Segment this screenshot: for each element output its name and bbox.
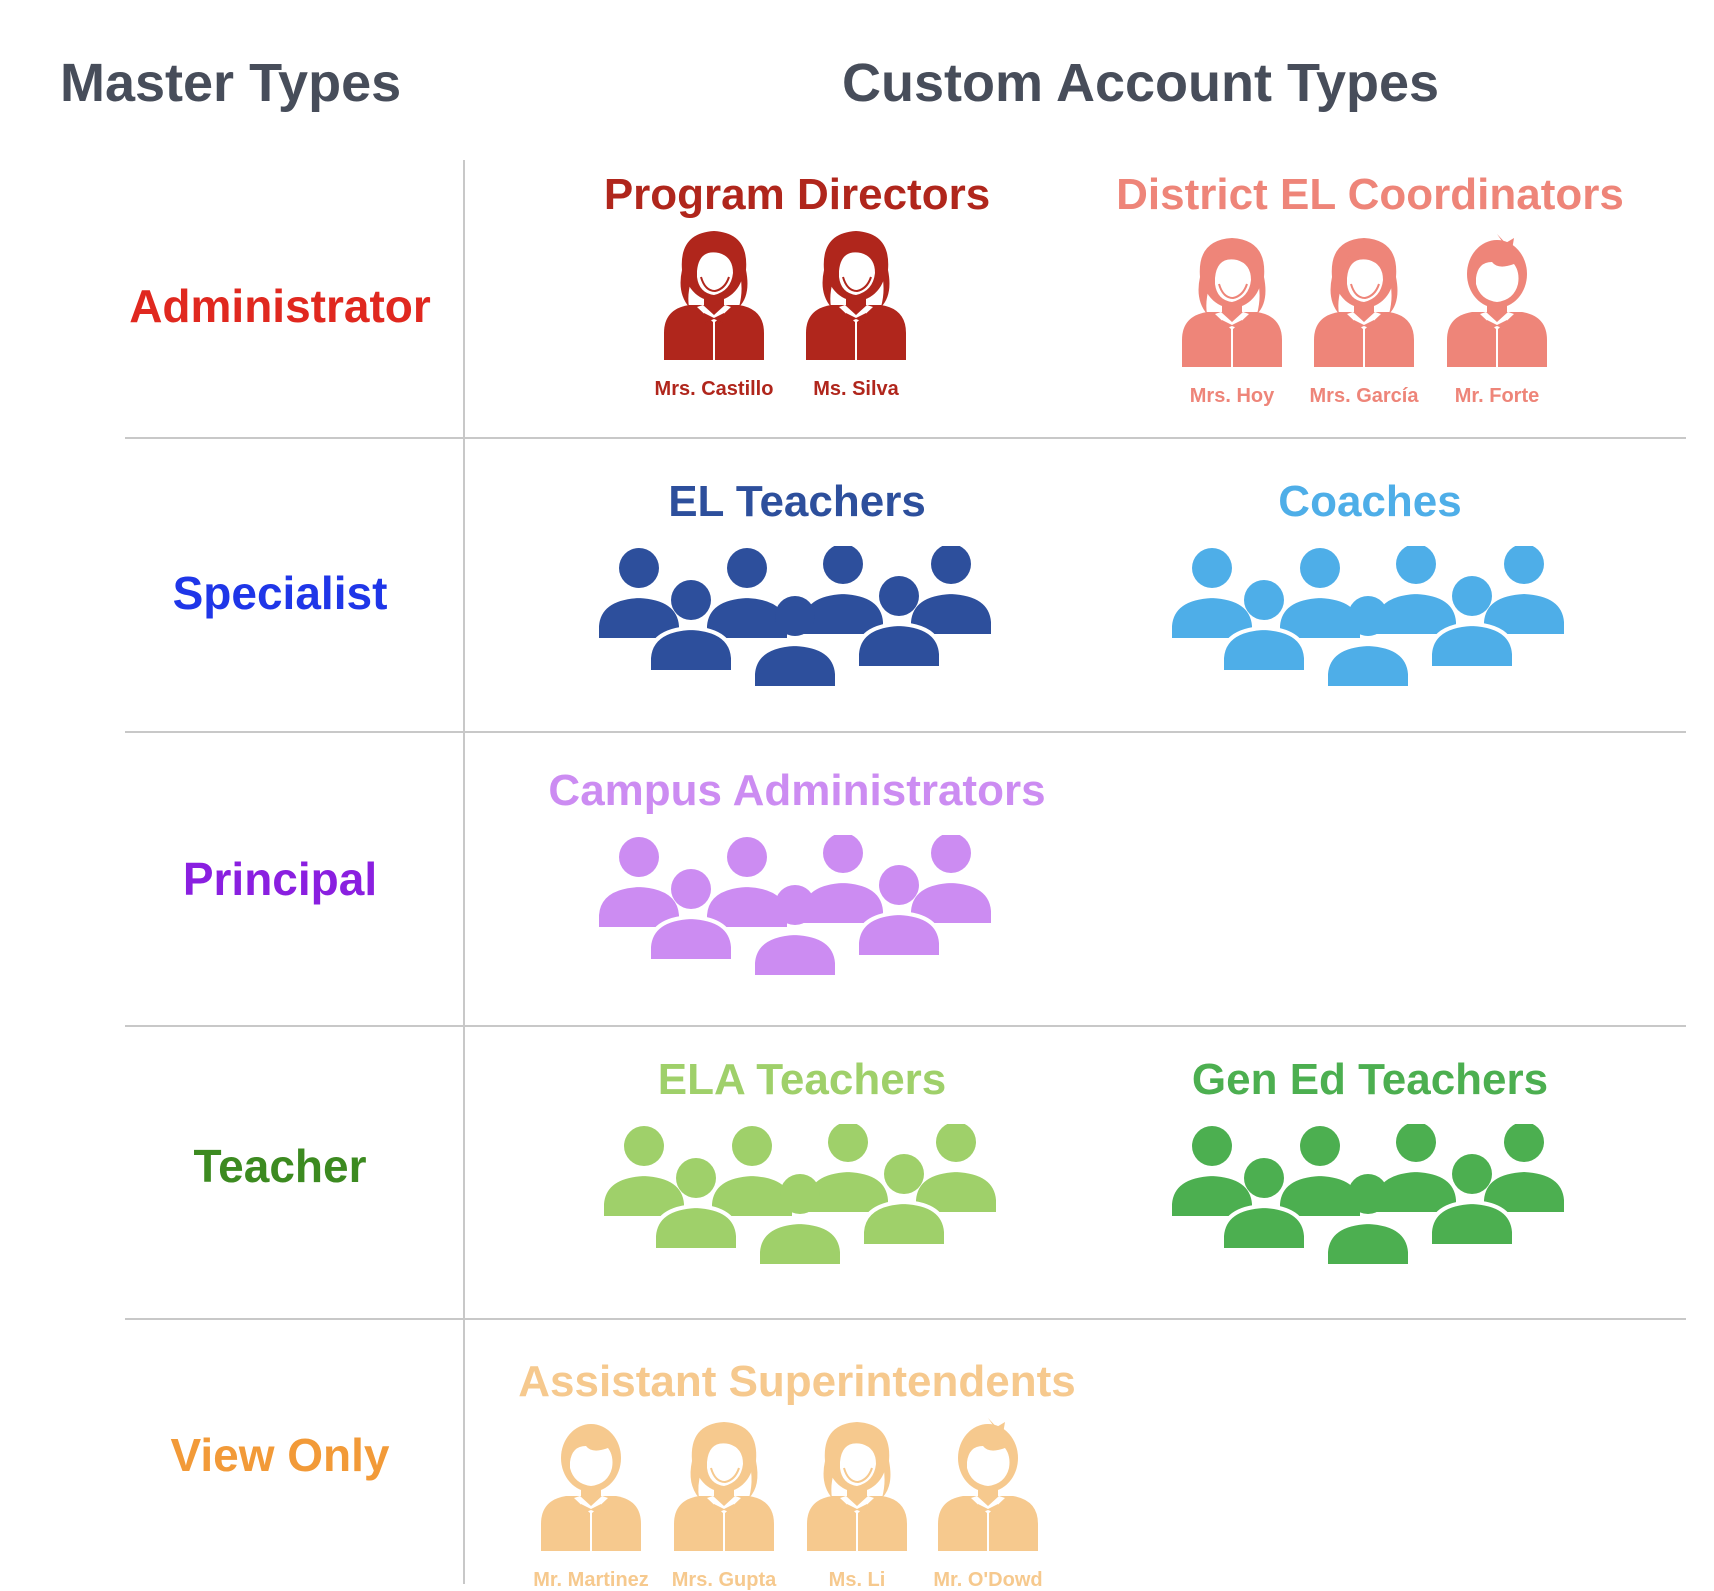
man-icon	[536, 1416, 646, 1556]
person-name: Mr. Martinez	[533, 1569, 649, 1591]
person-name: Mrs. Hoy	[1189, 385, 1275, 407]
group-title: ELA Teachers	[657, 1055, 947, 1104]
group-title: Program Directors	[603, 170, 991, 219]
row-divider	[125, 731, 1686, 733]
master-type-administrator: Administrator	[129, 280, 431, 332]
group-title: Gen Ed Teachers	[1191, 1055, 1549, 1104]
woman-icon	[659, 225, 769, 365]
woman-icon	[802, 1416, 912, 1556]
group-icon	[1168, 1122, 1570, 1274]
master-type-specialist: Specialist	[172, 567, 388, 619]
custom-account-types-header: Custom Account Types	[842, 53, 1440, 113]
person-name: Mrs. García	[1309, 385, 1419, 407]
group-icon	[595, 544, 997, 696]
row-divider	[125, 1025, 1686, 1027]
master-type-teacher: Teacher	[193, 1140, 367, 1192]
woman-icon	[801, 225, 911, 365]
row-divider	[125, 1318, 1686, 1320]
master-type-view-only: View Only	[170, 1429, 390, 1481]
group-icon	[1168, 544, 1570, 696]
person-name: Mr. O'Dowd	[933, 1569, 1043, 1591]
group-title: EL Teachers	[668, 477, 926, 526]
master-type-principal: Principal	[182, 853, 378, 905]
person-name: Mr. Forte	[1454, 385, 1540, 407]
column-divider	[463, 160, 465, 1584]
woman-icon	[1177, 232, 1287, 372]
group-icon	[595, 833, 997, 985]
person-name: Ms. Silva	[813, 378, 899, 400]
group-title: Campus Administrators	[548, 766, 1046, 815]
man-spiky-icon	[933, 1416, 1043, 1556]
person-name: Ms. Li	[828, 1569, 886, 1591]
row-divider	[125, 437, 1686, 439]
person-name: Mrs. Castillo	[654, 378, 774, 400]
group-icon	[600, 1122, 1002, 1274]
woman-icon	[669, 1416, 779, 1556]
master-types-header: Master Types	[60, 53, 402, 113]
group-title: Coaches	[1278, 477, 1462, 526]
man-spiky-icon	[1442, 232, 1552, 372]
group-title: Assistant Superintendents	[518, 1357, 1076, 1406]
woman-icon	[1309, 232, 1419, 372]
person-name: Mrs. Gupta	[671, 1569, 777, 1591]
group-title: District EL Coordinators	[1116, 170, 1624, 219]
